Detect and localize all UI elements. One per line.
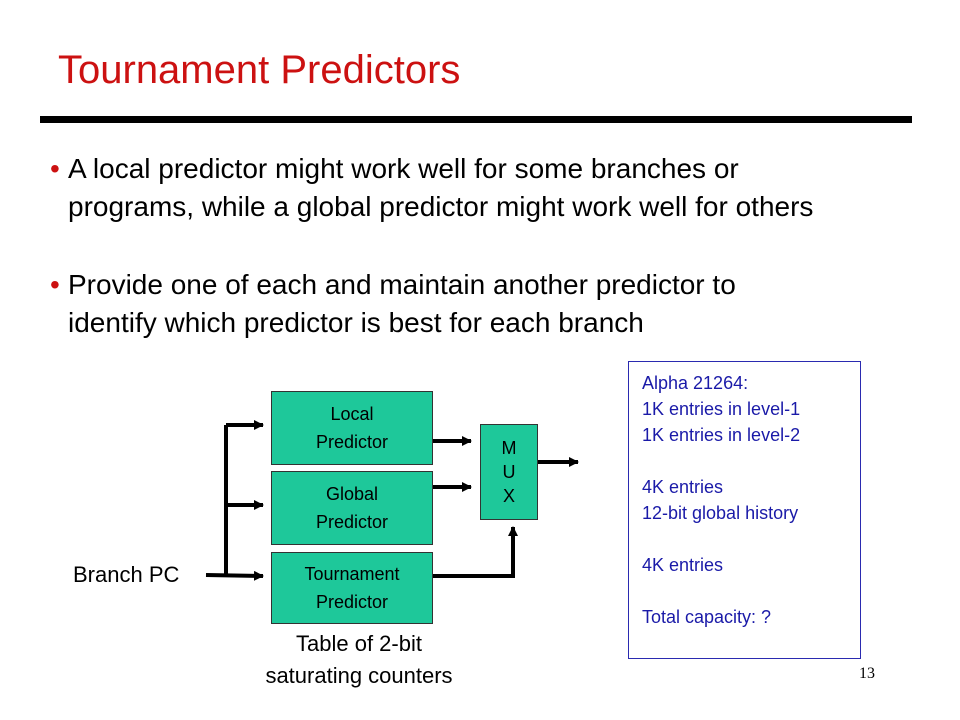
tournament-predictor-label: Tournament bbox=[304, 564, 400, 584]
slide-title: Tournament Predictors bbox=[58, 48, 461, 92]
alpha-21264-info-box: Alpha 21264: 1K entries in level-1 1K en… bbox=[628, 361, 861, 659]
global-predictor-label: Global bbox=[325, 484, 379, 504]
mux-letter: X bbox=[502, 486, 515, 506]
bullet-marker: • bbox=[50, 153, 60, 184]
info-line: 1K entries in level-2 bbox=[642, 425, 801, 445]
branch-pc-label: Branch PC bbox=[73, 562, 180, 587]
mux-letter: M bbox=[501, 438, 517, 458]
table-caption: Table of 2-bit saturating counters bbox=[246, 628, 472, 692]
local-predictor-box: Local Predictor bbox=[271, 391, 433, 465]
bullet-provide-both: • Provide one of each and maintain anothe… bbox=[50, 266, 736, 342]
info-line bbox=[642, 578, 860, 604]
tournament-predictor-box: Tournament Predictor bbox=[271, 552, 433, 624]
mux-box: M U X bbox=[480, 424, 538, 520]
local-predictor-label: Local bbox=[330, 404, 374, 424]
bullet-marker: • bbox=[50, 269, 60, 300]
bullet-text-line: programs, while a global predictor might… bbox=[68, 191, 814, 222]
global-predictor-box: Global Predictor bbox=[271, 471, 433, 545]
page-number: 13 bbox=[859, 665, 875, 682]
info-line bbox=[642, 448, 860, 474]
global-predictor-label: Predictor bbox=[315, 512, 389, 532]
bullet-text-line: A local predictor might work well for so… bbox=[68, 153, 739, 184]
info-line: 12-bit global history bbox=[642, 503, 799, 523]
branch-pc-arrow bbox=[205, 570, 264, 581]
title-divider bbox=[40, 116, 912, 123]
local-predictor-label: Predictor bbox=[315, 432, 389, 452]
tournament-to-mux-select bbox=[431, 526, 518, 578]
info-line: 4K entries bbox=[642, 477, 724, 497]
info-line: Total capacity: ? bbox=[642, 607, 772, 627]
tournament-predictor-label: Predictor bbox=[315, 592, 389, 612]
table-caption-line: Table of 2-bit bbox=[296, 631, 422, 656]
info-line: 1K entries in level-1 bbox=[642, 399, 801, 419]
table-caption-line: saturating counters bbox=[265, 663, 453, 688]
bullet-local-vs-global: • A local predictor might work well for s… bbox=[50, 150, 813, 226]
info-line bbox=[642, 526, 860, 552]
bullet-text-line: identify which predictor is best for eac… bbox=[68, 307, 644, 338]
info-line: 4K entries bbox=[642, 555, 724, 575]
bullet-text-line: Provide one of each and maintain another… bbox=[68, 269, 736, 300]
mux-letter: U bbox=[502, 462, 516, 482]
info-line: Alpha 21264: bbox=[642, 373, 749, 393]
